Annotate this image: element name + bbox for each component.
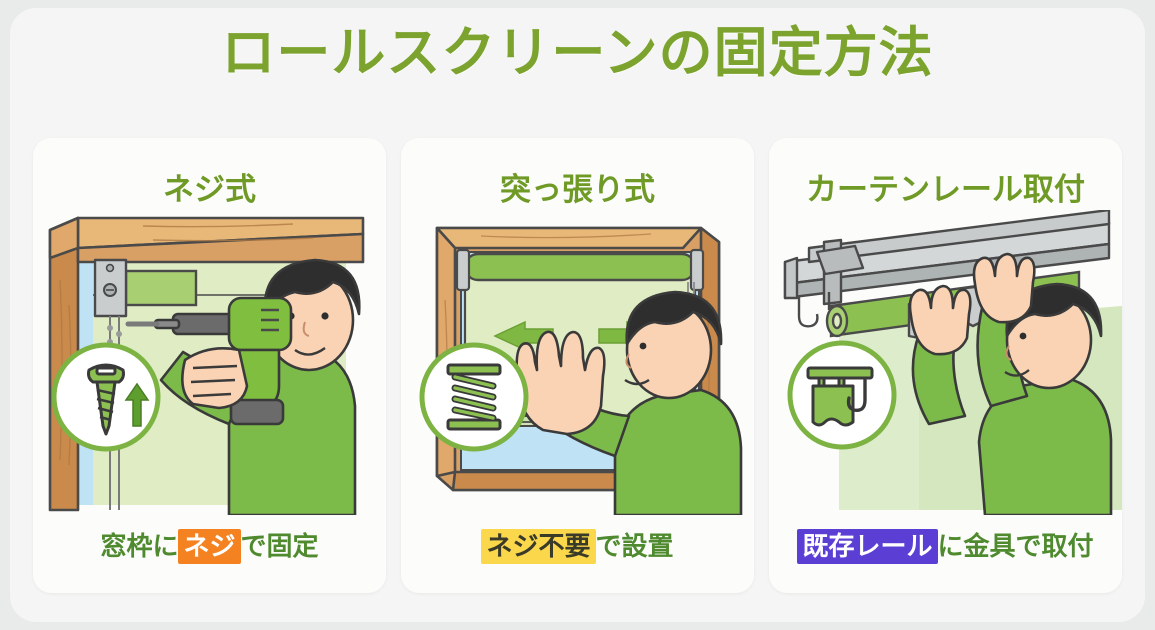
caption-pre: 窓枠に bbox=[100, 531, 179, 561]
person-figure bbox=[908, 252, 1113, 515]
caption-tension-type: ネジ不要で設置 bbox=[401, 526, 754, 564]
screw-with-up-arrow-icon bbox=[51, 342, 161, 452]
spring-icon bbox=[419, 342, 529, 452]
caption-highlight: 既存レール bbox=[797, 529, 938, 564]
tension-bracket bbox=[455, 248, 705, 292]
card-screw-type[interactable]: ネジ式 bbox=[33, 138, 386, 593]
card-title-curtain-rail-type: カーテンレール取付 bbox=[806, 172, 1085, 207]
card-title-tension-type: 突っ張り式 bbox=[500, 172, 655, 207]
person-figure bbox=[515, 290, 743, 515]
gripping-hand bbox=[181, 347, 249, 410]
badge-screw-icon-wrap bbox=[47, 338, 165, 456]
card-row: ネジ式 bbox=[33, 138, 1122, 593]
card-tension-type[interactable]: 突っ張り式 bbox=[401, 138, 754, 593]
caption-curtain-rail-type: 既存レールに金具で取付 bbox=[769, 526, 1122, 564]
caption-post: に金具で取付 bbox=[937, 531, 1094, 561]
rail-bracket-with-hook-icon bbox=[787, 340, 897, 450]
mounting-bracket bbox=[93, 258, 128, 318]
caption-screw-type: 窓枠にネジで固定 bbox=[33, 526, 386, 564]
caption-post: で設置 bbox=[595, 531, 674, 561]
caption-highlight: ネジ不要 bbox=[481, 529, 596, 564]
caption-post: で固定 bbox=[240, 531, 319, 561]
badge-spring-icon-wrap bbox=[415, 338, 533, 456]
badge-rail-bracket-icon-wrap bbox=[783, 336, 901, 454]
card-curtain-rail-type[interactable]: カーテンレール取付 bbox=[769, 138, 1122, 593]
page-title: ロールスクリーンの固定方法 bbox=[221, 23, 934, 83]
illustration-curtain-rail-type bbox=[769, 210, 1122, 515]
caption-highlight: ネジ bbox=[178, 529, 241, 564]
illustration-screw-type bbox=[33, 210, 386, 515]
card-title-screw-type: ネジ式 bbox=[163, 172, 256, 207]
rail-hooks bbox=[797, 292, 831, 328]
